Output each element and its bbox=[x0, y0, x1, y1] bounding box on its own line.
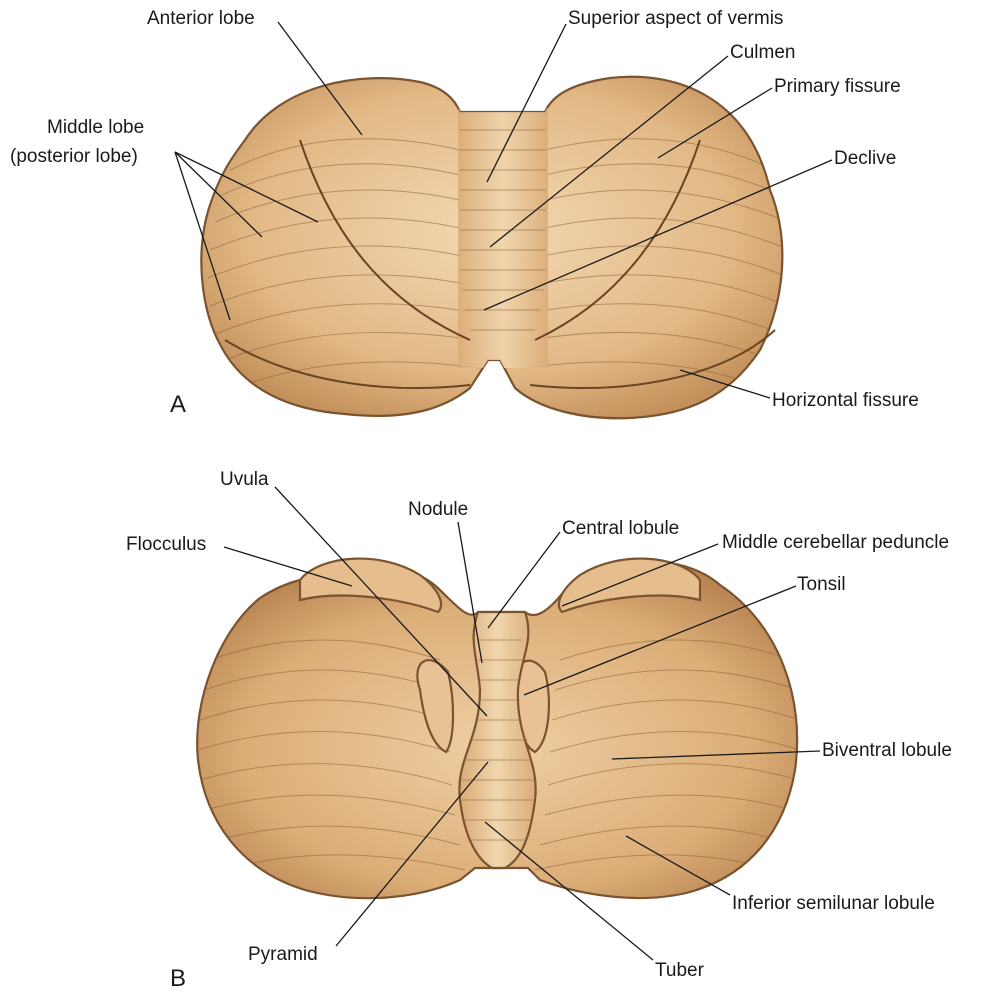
leader-anterior-lobe bbox=[277, 21, 363, 136]
primary-fissure-right bbox=[534, 139, 701, 341]
label-horizontal-fissure: Horizontal fissure bbox=[772, 390, 919, 411]
leader-inferior-semilunar-lobule bbox=[625, 835, 731, 896]
leader-culmen bbox=[489, 55, 729, 248]
label-uvula: Uvula bbox=[220, 469, 269, 490]
vermis-strip bbox=[458, 108, 548, 368]
leader-pyramid bbox=[335, 761, 489, 947]
leader-middle-lobe-1 bbox=[174, 151, 319, 223]
label-tuber: Tuber bbox=[655, 960, 705, 981]
tonsil-left bbox=[416, 659, 455, 754]
horizontal-fissure-left bbox=[224, 339, 471, 389]
leader-tuber bbox=[484, 821, 654, 961]
panel-b-leader-lines bbox=[223, 486, 821, 961]
leader-biventral-lobule bbox=[611, 750, 821, 760]
label-flocculus: Flocculus bbox=[126, 534, 206, 555]
panel-a-leader-lines bbox=[174, 21, 833, 399]
label-inferior-semilunar-lobule: Inferior semilunar lobule bbox=[732, 893, 935, 914]
panel-a-illustration bbox=[200, 75, 784, 420]
label-posterior-lobe: (posterior lobe) bbox=[10, 146, 138, 167]
leader-nodule bbox=[457, 521, 483, 664]
label-biventral-lobule: Biventral lobule bbox=[822, 740, 952, 761]
label-primary-fissure: Primary fissure bbox=[774, 76, 901, 97]
panel-b-labels: Uvula Nodule Flocculus Central lobule Mi… bbox=[126, 469, 952, 992]
label-superior-aspect-of-vermis: Superior aspect of vermis bbox=[568, 8, 783, 29]
panel-a-labels: Anterior lobe Superior aspect of vermis … bbox=[10, 8, 919, 418]
flocculus-right bbox=[557, 557, 702, 614]
label-pyramid: Pyramid bbox=[248, 944, 318, 965]
horizontal-fissure-right bbox=[529, 329, 776, 389]
leader-primary-fissure bbox=[657, 87, 773, 159]
label-middle-cerebellar-peduncle: Middle cerebellar peduncle bbox=[722, 532, 949, 553]
leader-central-lobule bbox=[487, 531, 561, 629]
label-tonsil: Tonsil bbox=[797, 574, 846, 595]
leader-middle-lobe-2 bbox=[174, 151, 263, 238]
panel-letter-a: A bbox=[170, 391, 186, 418]
label-nodule: Nodule bbox=[408, 499, 468, 520]
leader-middle-cerebellar-peduncle bbox=[561, 543, 719, 607]
vermis-folia bbox=[462, 639, 535, 841]
leader-flocculus bbox=[223, 546, 353, 587]
leader-uvula bbox=[274, 486, 488, 717]
leader-tonsil bbox=[523, 585, 797, 696]
primary-fissure-left bbox=[299, 139, 471, 341]
leader-superior-vermis bbox=[486, 23, 567, 183]
label-declive: Declive bbox=[834, 148, 896, 169]
leader-declive bbox=[483, 159, 833, 311]
leader-horizontal-fissure bbox=[679, 369, 771, 399]
panel-letter-b: B bbox=[170, 965, 186, 992]
flocculus-left bbox=[298, 557, 443, 614]
label-culmen: Culmen bbox=[730, 42, 795, 63]
label-central-lobule: Central lobule bbox=[562, 518, 679, 539]
label-anterior-lobe: Anterior lobe bbox=[147, 8, 255, 29]
label-middle-lobe: Middle lobe bbox=[47, 117, 144, 138]
panel-b-folia bbox=[197, 639, 798, 871]
panel-b-illustration bbox=[196, 557, 799, 900]
leader-middle-lobe-3 bbox=[174, 151, 231, 321]
